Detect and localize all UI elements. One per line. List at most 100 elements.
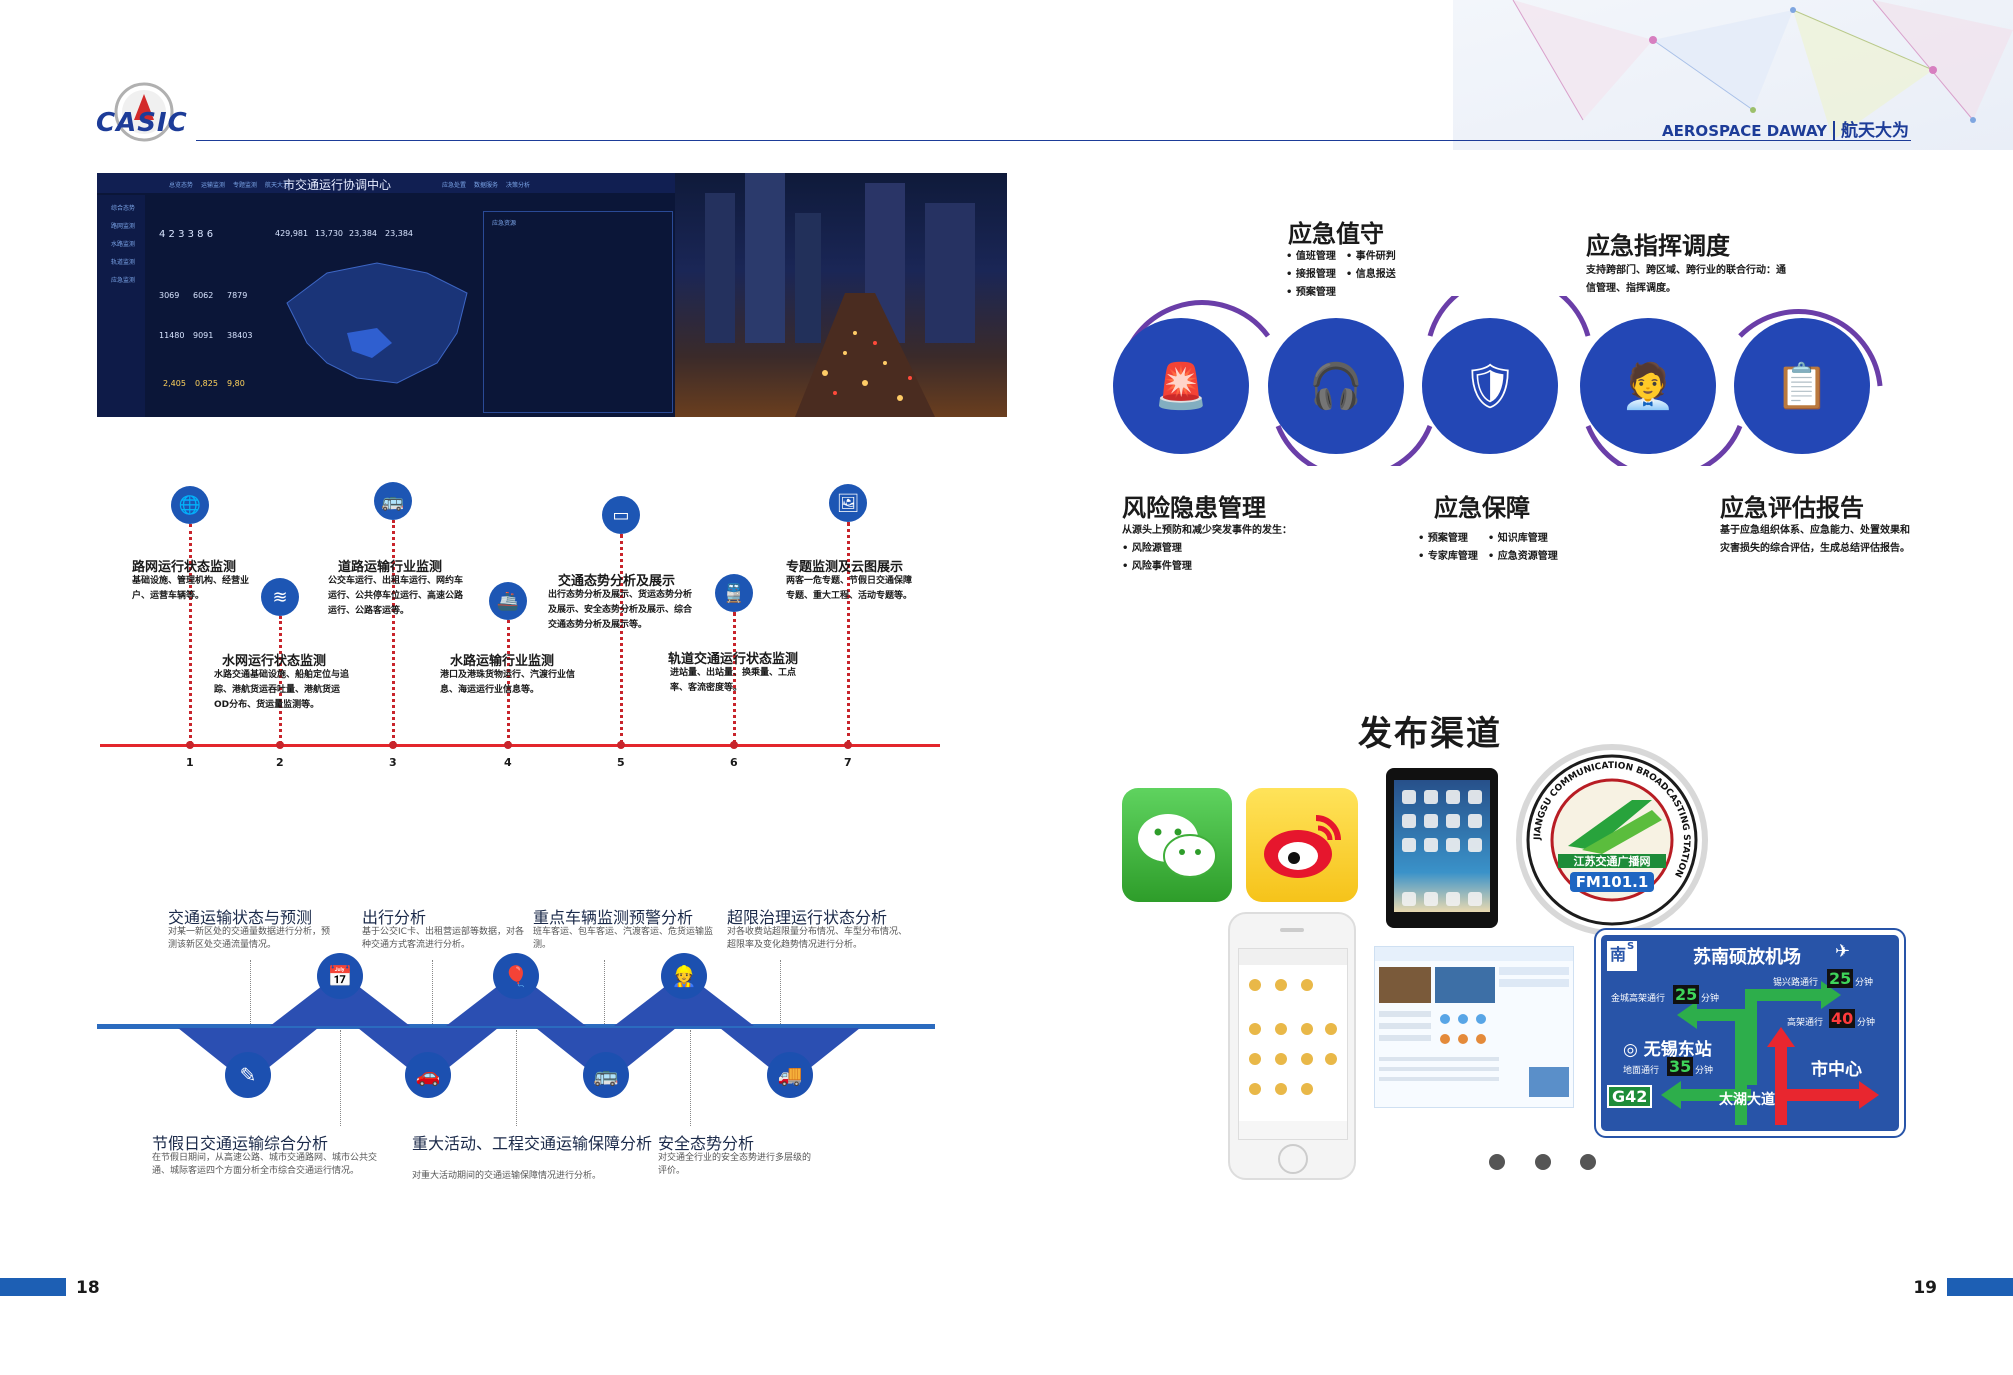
service-title: 重大活动、工程交通运输保障分析 (412, 1134, 653, 1153)
sign-road1-time: 25 (1827, 969, 1854, 988)
timeline-glyph-icon: 🚆 (722, 582, 746, 604)
phone-speaker (1280, 928, 1304, 932)
timeline-stem (392, 520, 395, 744)
service-desc: 基于公交IC卡、出租营运部等数据，对各种交通方式客流进行分析。 (362, 927, 524, 950)
pager-dot[interactable] (1535, 1154, 1551, 1170)
em-item: 值班管理 (1295, 251, 1336, 262)
service-title: 超限治理运行状态分析 (727, 908, 888, 927)
sign-highway: G42 (1607, 1085, 1653, 1108)
service-stem (604, 960, 605, 1024)
service-stem (432, 960, 433, 1024)
sign-ground-time: 35 (1667, 1057, 1694, 1076)
em-title-command: 应急指挥调度 (1586, 232, 1730, 260)
sign-minute: 分钟 (1855, 978, 1874, 988)
dash-big-number: 13,730 (315, 229, 343, 238)
service-title: 出行分析 (362, 908, 427, 927)
dash-stat: 11480 (159, 331, 185, 340)
em-title-report: 应急评估报告 (1720, 494, 1864, 522)
timeline-icon-4: 🚢 (489, 582, 527, 620)
dash-big-number: 23,384 (349, 229, 377, 238)
tablet-screen (1394, 780, 1490, 912)
timeline-number: 5 (617, 756, 625, 769)
em-desc-support: • 预案管理 • 知识库管理 • 专家库管理 • 应急资源管理 (1418, 533, 1558, 562)
dash-rate: 2,405 (163, 379, 186, 388)
casic-logo-icon (114, 82, 174, 142)
channels-title: 发布渠道 (1358, 714, 1502, 754)
report-icon: 📋 (1734, 318, 1870, 454)
sign-station: ◎ 无锡东站 (1623, 1040, 1712, 1060)
calendar-icon-glyph: 📅 (327, 964, 353, 988)
em-item: 专家库管理 (1427, 551, 1478, 562)
timeline-number: 4 (504, 756, 512, 769)
em-desc-risk: 从源头上预防和减少突发事件的发生： • 风险源管理 • 风险事件管理 (1122, 522, 1292, 576)
service-stem (340, 1030, 341, 1126)
radio-station-logo: JIANGSU COMMUNICATION BROADCASTING STATI… (1516, 744, 1708, 936)
timeline-desc: 进站量、出站量、换乘量、工点率、客流密度等。 (670, 668, 797, 693)
dash-big-number: 429,981 (275, 229, 309, 238)
em-desc-report: 基于应急组织体系、应急能力、处置效果和灾害损失的综合评估，生成总结评估报告。 (1720, 525, 1910, 554)
sign-minute: 分钟 (1857, 1018, 1876, 1028)
dash-big-number: 23,384 (385, 229, 413, 238)
dash-side-item: 轨道监测 (111, 259, 136, 266)
dash-tab: 数据服务 (474, 182, 499, 189)
tablet-icon (1386, 768, 1498, 928)
header-decoration (1453, 0, 2013, 150)
dash-panel-title: 应急资源 (492, 220, 517, 227)
em-desc: 从源头上预防和减少突发事件的发生： (1122, 525, 1292, 536)
services-band (97, 1024, 935, 1029)
dash-stat: 6062 (193, 291, 214, 300)
pager-dot[interactable] (1580, 1154, 1596, 1170)
dash-rate: 0,825 (195, 379, 218, 388)
dashboard-title: 市交通运行协调中心 (283, 178, 392, 192)
shield-icon-glyph: 🛡 (1462, 361, 1518, 412)
timeline-marker (276, 741, 284, 749)
timeline-marker (730, 741, 738, 749)
timeline-stem (733, 612, 736, 744)
timeline-icon-5: ▭ (602, 496, 640, 534)
sign-road2-time: 25 (1673, 985, 1700, 1004)
sign-road2: 金城高架通行 (1611, 994, 1666, 1004)
service-title: 交通运输状态与预测 (168, 908, 313, 927)
page-bar-left (0, 1278, 66, 1296)
sign-road3: 高架通行 (1787, 1018, 1824, 1028)
weibo-icon (1246, 788, 1358, 902)
timeline-icon-6: 🚆 (715, 574, 753, 612)
radio-freq: FM101.1 (1575, 873, 1649, 891)
sign-south: 南 (1610, 945, 1627, 964)
timeline-icon-2: ≋ (261, 578, 299, 616)
dashboard-sidebar: 综合态势 路网监测 水路监测 轨道监测 应急监测 (97, 195, 145, 417)
calendar-icon: 📅 (317, 953, 363, 999)
em-item: 知识库管理 (1497, 533, 1548, 544)
page-number-left: 18 (76, 1278, 100, 1298)
timeline-title: 交通态势分析及展示 (558, 574, 676, 589)
em-item: 风险源管理 (1131, 543, 1182, 554)
timeline-number: 2 (276, 756, 284, 769)
operator-icon-glyph: 🎧 (1308, 361, 1364, 412)
phone-icon (1228, 912, 1356, 1180)
truck-icon-glyph: 🚚 (777, 1063, 803, 1087)
sign-road3-time: 40 (1829, 1009, 1856, 1028)
timeline-title: 水网运行状态监测 (222, 654, 327, 669)
phone-home-button (1278, 1144, 1308, 1174)
timeline-stem (847, 522, 850, 744)
service-desc: 对某一新区处的交通量数据进行分析，预测该新区处交通流量情况。 (168, 927, 331, 950)
em-item: 预案管理 (1427, 533, 1468, 544)
pager-dot[interactable] (1489, 1154, 1505, 1170)
em-item: 接报管理 (1295, 269, 1336, 280)
sign-airport: 苏南硕放机场 (1693, 947, 1801, 968)
officer-icon-glyph: 👷 (671, 964, 697, 988)
service-desc: 对交通全行业的安全态势进行多层级的评价。 (658, 1153, 812, 1176)
dash-side-item: 路网监测 (111, 223, 136, 230)
dash-stat: 9091 (193, 331, 214, 340)
header-rule (196, 140, 1911, 141)
tools-icon: ✎ (225, 1052, 271, 1098)
timeline-marker (617, 741, 625, 749)
em-item: 风险事件管理 (1131, 561, 1192, 572)
phone-screen (1238, 948, 1348, 1140)
road-guide-sign: 南 S 苏南硕放机场 ✈ 锡兴路通行 25 分钟 金城高架通行 25 分钟 高架… (1594, 928, 1906, 1138)
balloon-icon-glyph: 🎈 (503, 964, 529, 988)
city-night-photo (675, 173, 1007, 417)
timeline-stem (507, 620, 510, 744)
sign-south-letter: S (1627, 941, 1635, 952)
timeline-desc: 水路交通基础设施、船舶定位与追踪、港航货运吞吐量、港航货运OD分布、货运量监测等… (214, 670, 350, 710)
